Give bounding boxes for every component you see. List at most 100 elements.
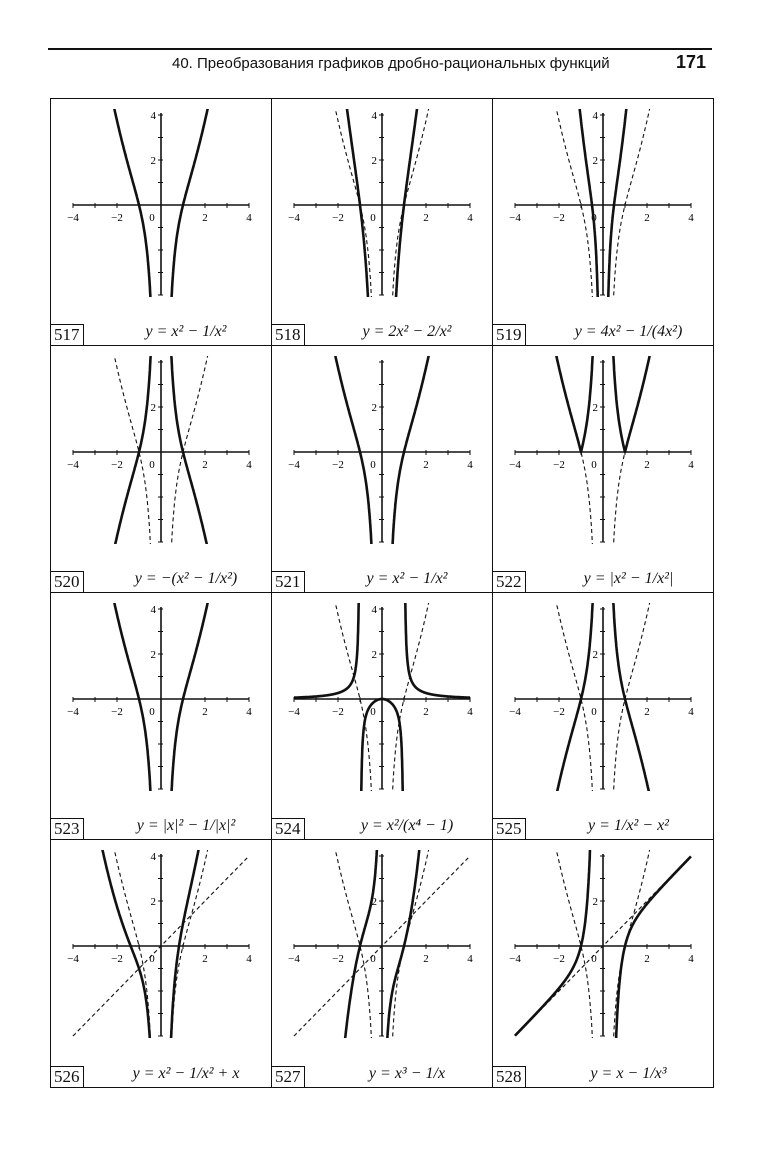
y-tick-label: 2: [593, 155, 599, 167]
x-tick-label: 0: [370, 459, 376, 471]
x-tick-label: 0: [370, 953, 376, 965]
series-curve: [578, 109, 628, 297]
y-tick-label: 2: [151, 402, 157, 414]
x-tick-label: 0: [370, 212, 376, 224]
exercise-number-522: 522: [493, 571, 526, 592]
x-tick-label: 2: [423, 706, 429, 718]
x-tick-label: 2: [202, 212, 208, 224]
series-curve: [113, 603, 209, 791]
exercise-number-524: 524: [272, 818, 305, 839]
x-tick-label: −2: [111, 459, 123, 471]
x-tick-label: 4: [467, 212, 473, 224]
exercise-number-526: 526: [51, 1066, 84, 1087]
x-tick-label: −4: [67, 953, 79, 965]
plot-area: [113, 109, 209, 297]
section-title: 40. Преобразования графиков дробно-рацио…: [172, 55, 610, 72]
plot-area: [293, 850, 471, 1038]
x-tick-label: 2: [423, 459, 429, 471]
series-curve: [345, 109, 419, 297]
y-tick-label: 4: [151, 851, 157, 863]
formula-520: y = −(x² − 1/x²): [134, 570, 238, 587]
formula-527: y = x³ − 1/x: [368, 1065, 446, 1082]
exercise-number-520: 520: [51, 571, 84, 592]
x-tick-label: 0: [591, 706, 597, 718]
y-tick-label: 4: [372, 604, 378, 616]
x-tick-label: 0: [149, 212, 155, 224]
formula-526: y = x² − 1/x² + x: [132, 1065, 240, 1082]
exercise-number-523: 523: [51, 818, 84, 839]
x-tick-label: −2: [553, 953, 565, 965]
x-tick-label: −4: [509, 212, 521, 224]
y-tick-label: 2: [372, 402, 378, 414]
formula-523: y = |x|² − 1/|x|²: [136, 817, 236, 834]
y-tick-label: 2: [593, 649, 599, 661]
page-number: 171: [676, 52, 707, 72]
y-tick-label: 2: [151, 155, 157, 167]
series-reference-dashed: [555, 109, 651, 297]
x-tick-label: −4: [509, 706, 521, 718]
y-tick-label: 4: [372, 110, 378, 122]
y-tick-label: 4: [151, 110, 157, 122]
exercise-number-517: 517: [51, 324, 84, 345]
x-tick-label: −4: [288, 459, 300, 471]
series-curve: [555, 603, 651, 791]
y-tick-label: 4: [151, 604, 157, 616]
y-tick-label: 2: [151, 649, 157, 661]
x-tick-label: −2: [111, 706, 123, 718]
series-reference-dashed: [334, 603, 430, 791]
x-tick-label: −2: [553, 706, 565, 718]
series-reference-dashed: [113, 850, 209, 1038]
y-tick-label: 4: [593, 110, 599, 122]
formula-522: y = |x² − 1/x²|: [583, 570, 674, 587]
x-tick-label: −2: [332, 953, 344, 965]
exercise-number-521: 521: [272, 571, 305, 592]
series-reference-dashed: [334, 850, 430, 1038]
x-tick-label: −2: [553, 212, 565, 224]
x-tick-label: 2: [423, 953, 429, 965]
formula-517: y = x² − 1/x²: [145, 323, 227, 340]
series-curve: [101, 850, 200, 1038]
series-curve: [113, 356, 209, 544]
x-tick-label: 4: [467, 706, 473, 718]
x-tick-label: −4: [288, 706, 300, 718]
x-tick-label: 4: [467, 459, 473, 471]
x-tick-label: −4: [288, 953, 300, 965]
series-curve: [334, 356, 430, 544]
exercise-number-518: 518: [272, 324, 305, 345]
x-tick-label: 4: [688, 706, 694, 718]
series-curve: [292, 603, 472, 791]
x-tick-label: −4: [67, 706, 79, 718]
x-tick-label: 2: [202, 953, 208, 965]
plot-area: [334, 356, 430, 544]
y-tick-label: 2: [372, 896, 378, 908]
x-tick-label: −4: [509, 459, 521, 471]
series-reference-dashed: [72, 855, 250, 1037]
x-tick-label: −4: [67, 212, 79, 224]
x-tick-label: 4: [688, 212, 694, 224]
series-reference-dashed: [555, 603, 651, 791]
series-reference-dashed: [113, 356, 209, 544]
x-tick-label: 4: [246, 212, 252, 224]
x-tick-label: 4: [688, 953, 694, 965]
y-tick-label: 2: [593, 896, 599, 908]
x-tick-label: 0: [591, 459, 597, 471]
exercise-number-527: 527: [272, 1066, 305, 1087]
x-tick-label: 2: [644, 706, 650, 718]
formula-519: y = 4x² − 1/(4x²): [574, 323, 683, 340]
